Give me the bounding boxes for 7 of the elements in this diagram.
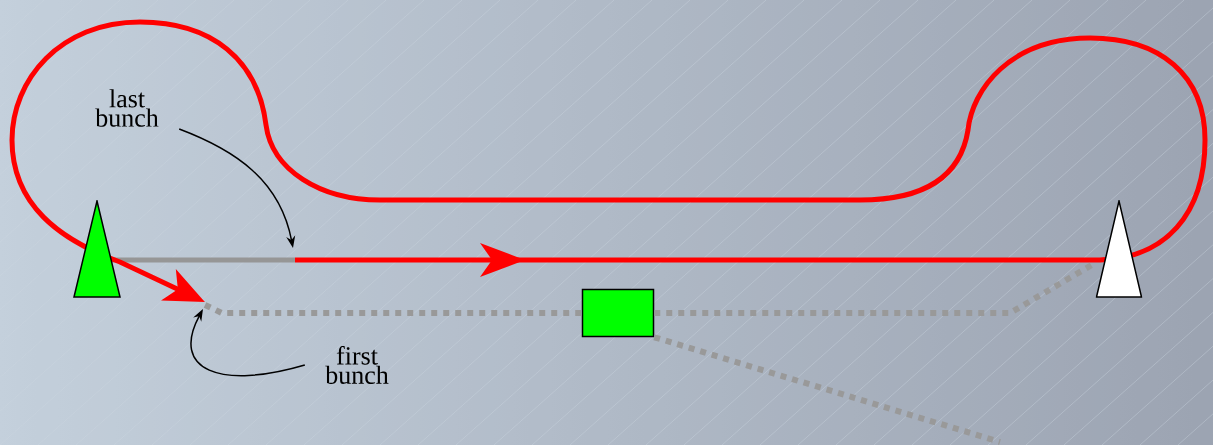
triangle-marker <box>1095 200 1143 298</box>
rectangle-marker <box>581 288 655 338</box>
text-label: last bunch <box>95 89 159 127</box>
triangle-marker <box>73 200 121 298</box>
text-label: first bunch <box>325 346 389 384</box>
dotted-track <box>653 334 1001 445</box>
dotted-track <box>203 302 582 316</box>
